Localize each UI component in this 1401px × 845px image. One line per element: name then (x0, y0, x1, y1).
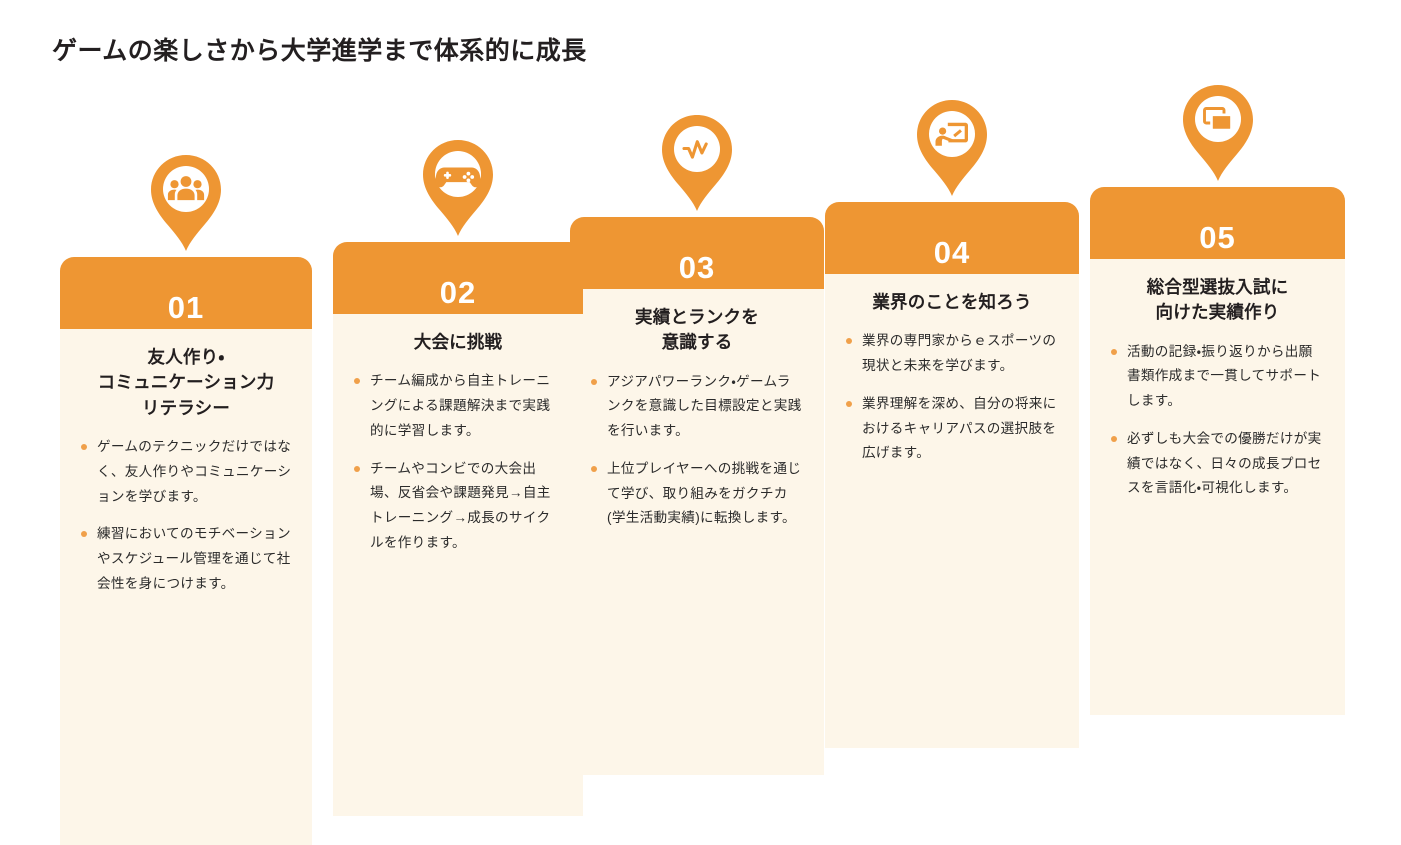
step-number-band-05: 05 (1090, 187, 1345, 259)
step-number-band-04: 04 (825, 202, 1079, 274)
step-heading-line: 大会に挑戦 (413, 332, 503, 352)
step-number-01: 01 (167, 290, 205, 325)
step-body-04: 業界のことを知ろう 業界の専門家からｅスポーツの現状と未来を学びます。 業界理解… (825, 268, 1079, 748)
step-number-02: 02 (439, 275, 477, 310)
step-heading-04: 業界のことを知ろう (845, 290, 1059, 315)
step-body-02: 大会に挑戦 チーム編成から自主トレーニングによる課題解決まで実践的に学習します。… (333, 308, 583, 816)
step-heading-line: 総合型選抜入試に (1146, 277, 1289, 297)
step-bullet-list-05: 活動の記録・振り返りから出願書類作成まで一貫してサポートします。 必ずしも大会で… (1110, 340, 1325, 501)
step-heading-01: 友人作り・ コミュニケーション力 リテラシー (80, 345, 292, 421)
bullet-item: 業界理解を深め、自分の将来におけるキャリアパスの選択肢を広げます。 (845, 392, 1059, 466)
step-heading-line: リテラシー (141, 397, 231, 418)
step-heading-05: 総合型選抜入試に 向けた実績作り (1110, 275, 1325, 326)
step-bullet-list-04: 業界の専門家からｅスポーツの現状と未来を学びます。 業界理解を深め、自分の将来に… (845, 329, 1059, 466)
people-group-icon (167, 176, 205, 201)
step-number-05: 05 (1199, 220, 1236, 255)
step-heading-02: 大会に挑戦 (353, 330, 563, 355)
step-bullet-list-02: チーム編成から自主トレーニングによる課題解決まで実践的に学習します。 チームやコ… (353, 369, 563, 555)
pin-marker-04 (915, 100, 989, 196)
step-heading-line: 向けた実績作り (1155, 302, 1280, 323)
step-body-03: 実績とランクを 意識する アジアパワーランク・ゲームランクを意識した目標設定と実… (570, 283, 824, 775)
step-body-01: 友人作り・ コミュニケーション力 リテラシー ゲームのテクニックだけではなく、友… (60, 323, 312, 845)
step-heading-line: 業界のことを知ろう (872, 292, 1032, 312)
bullet-item: チーム編成から自主トレーニングによる課題解決まで実践的に学習します。 (353, 369, 563, 443)
line-chart-icon (682, 140, 708, 159)
bullet-item: 活動の記録・振り返りから出願書類作成まで一貫してサポートします。 (1110, 340, 1325, 414)
step-heading-line: 意識する (661, 332, 733, 353)
bullet-item: ゲームのテクニックだけではなく、友人作りやコミュニケーションを学びます。 (80, 435, 292, 509)
bullet-item: アジアパワーランク・ゲームランクを意識した目標設定と実践を行います。 (590, 370, 804, 444)
step-heading-03: 実績とランクを 意識する (590, 305, 804, 356)
page-title: ゲームの楽しさから大学進学まで体系的に成長 (52, 36, 587, 65)
step-number-band-01: 01 (60, 257, 312, 329)
step-number-band-03: 03 (570, 217, 824, 289)
bullet-item: 上位プレイヤーへの挑戦を通じて学び、取り組みをガクチカ(学生活動実績)に転換しま… (590, 457, 804, 531)
bullet-item: 業界の専門家からｅスポーツの現状と未来を学びます。 (845, 329, 1059, 378)
step-body-05: 総合型選抜入試に 向けた実績作り 活動の記録・振り返りから出願書類作成まで一貫し… (1090, 253, 1345, 715)
gamepad-icon (435, 167, 481, 188)
pin-marker-05 (1181, 85, 1255, 181)
bullet-item: チームやコンビでの大会出場、反省会や課題発見→自主トレーニング→成長のサイクルを… (353, 457, 563, 556)
step-bullet-list-03: アジアパワーランク・ゲームランクを意識した目標設定と実践を行います。 上位プレイ… (590, 370, 804, 531)
step-number-03: 03 (678, 250, 716, 285)
step-heading-line: コミュニケーション力 (97, 372, 275, 393)
pin-marker-03 (660, 115, 734, 211)
step-heading-line: 友人作り・ (147, 347, 225, 367)
step-bullet-list-01: ゲームのテクニックだけではなく、友人作りやコミュニケーションを学びます。 練習に… (80, 435, 292, 596)
pin-marker-01 (149, 155, 223, 251)
bullet-item: 練習においてのモチベーションやスケジュール管理を通じて社会性を身につけます。 (80, 522, 292, 596)
pin-marker-02 (421, 140, 495, 236)
presentation-board-icon (935, 122, 968, 146)
bullet-item: 必ずしも大会での優勝だけが実績ではなく、日々の成長プロセスを言語化・可視化します… (1110, 427, 1325, 501)
step-number-band-02: 02 (333, 242, 583, 314)
stacked-windows-icon (1202, 107, 1233, 132)
step-heading-line: 実績とランクを (635, 307, 759, 327)
step-number-04: 04 (933, 235, 971, 270)
